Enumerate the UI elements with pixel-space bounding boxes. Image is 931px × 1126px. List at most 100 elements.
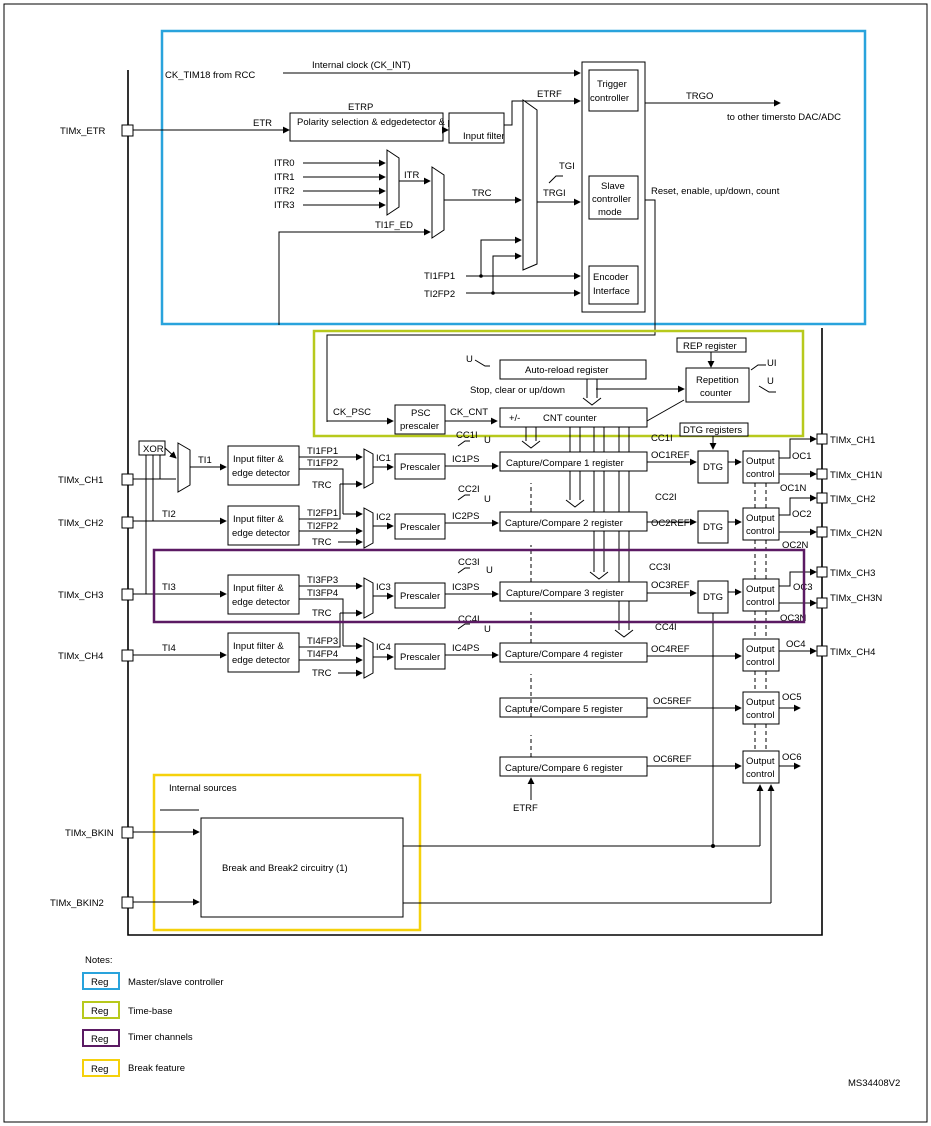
ic3ps-label: IC3PS [452,582,479,593]
out-ch4-label: TIMx_CH4 [830,647,875,658]
channel-3: Input filter & edge detector TI3FP3 TI3F… [227,557,697,646]
out-ctrl-4-l1: Output [746,644,775,655]
output-pins: TIMx_CH1 TIMx_CH1N TIMx_CH2 TIMx_CH2N TI… [816,433,882,658]
out-ctrl-3 [742,578,780,612]
trigger-controller-label-1: Trigger [597,79,627,90]
ic4-label: IC4 [376,642,391,653]
legend-timebase-reg: Reg [91,1006,108,1017]
slave-controller-box [588,175,639,220]
legend-break-swatch [82,1059,120,1077]
pin-out-ch2 [816,492,828,504]
out-ctrl-4-l2: control [746,657,775,668]
ch4-prescaler-label: Prescaler [400,652,440,663]
oc4ref-label: OC4REF [651,644,690,655]
itr0-label: ITR0 [274,158,295,169]
xor-label: XOR [143,444,164,455]
cc2i-in-label: CC2I [458,484,480,495]
polarity-box [289,112,444,142]
trigger-controller-label-2: controller [590,93,629,104]
ic3-label: IC3 [376,582,391,593]
u2-arrow-icon [758,385,776,393]
u-arrow-icon [474,359,490,367]
repetition-counter-box [685,367,750,403]
ck-psc-label: CK_PSC [333,407,371,418]
cnt-to-rep-line [646,399,685,422]
encoder-box [588,265,639,305]
pin-ch2-label: TIMx_CH2 [58,518,103,529]
cc1i-out-label: CC1I [651,433,673,444]
tgi-label: TGI [559,161,575,172]
dtg3-box [697,580,729,614]
cc4i-in-label: CC4I [458,614,480,625]
ch1-prescaler-label: Prescaler [400,462,440,473]
ch4-in-1: TI4FP3 [307,636,338,647]
ch4-filter-box [227,632,300,673]
ic4ps-label: IC4PS [452,643,479,654]
etr-label: ETR [253,118,272,129]
pin-ch2 [121,516,134,529]
out-ch3n-label: TIMx_CH3N [830,593,882,604]
legend-timebase-swatch [82,1001,120,1019]
trgi-label: TRGI [543,188,566,199]
ti1f-ed-label: TI1F_ED [375,220,413,231]
pin-out-ch2n [816,526,828,538]
ch2-in-1: TI2FP1 [307,508,338,519]
pin-ch4-label: TIMx_CH4 [58,651,103,662]
auto-reload-label: Auto-reload register [525,365,608,376]
etrf-line [504,97,581,126]
itr-mux [386,149,400,216]
out-ch2-label: TIMx_CH2 [830,494,875,505]
pin-ch3 [121,588,134,601]
out-ctrl-2-l2: control [746,526,775,537]
oc2n-label: OC2N [782,540,809,551]
ch1-prescaler-box [394,453,446,480]
out-ctrl-3-l1: Output [746,584,775,595]
itr2-label: ITR2 [274,186,295,197]
cc1i-in-label: CC1I [456,430,478,441]
oc6ref-label: OC6REF [653,754,692,765]
ch3-filter-label-1: Input filter & [233,583,284,594]
trgo-dest-label: to other timersto DAC/ADC [727,112,841,123]
dtg-registers-label: DTG registers [683,425,742,436]
pin-bkin2 [121,896,134,909]
ui-label: UI [767,358,777,369]
dtg3-label: DTG [703,592,723,603]
legend-channels-reg: Reg [91,1034,108,1045]
repetition-label-1: Repetition [696,375,739,386]
slave-controller-label-3: mode [598,207,622,218]
internal-sources-label: Internal sources [169,783,237,794]
ccr4-box [499,642,648,663]
trgo-label: TRGO [686,91,713,102]
oc2-label: OC2 [792,509,812,520]
trc-mux [431,166,445,239]
pin-ch4 [121,649,134,662]
out-ctrl-1-l1: Output [746,456,775,467]
reset-text-label: Reset, enable, up/down, count [651,186,780,197]
ch1-in-2: TI1FP2 [307,458,338,469]
cc3i-out-label: CC3I [649,562,671,573]
out-ctrl-2 [742,507,780,541]
ti2fp2-label: TI2FP2 [424,289,455,300]
pin-etr-label: TIMx_ETR [60,126,106,137]
ch2-in-2: TI2FP2 [307,521,338,532]
encoder-label-1: Encoder [593,272,628,283]
ic1-label: IC1 [376,453,391,464]
break-circuitry-label: Break and Break2 circuitry (1) [222,863,348,874]
ccr5-label: Capture/Compare 5 register [505,704,623,715]
ch3-u-label: U [486,565,493,576]
ti2fp2-to-mux [492,252,522,293]
oc1n-label: OC1N [780,483,807,494]
etrf-label: ETRF [537,89,562,100]
pin-ch1 [121,473,134,486]
ch2-filter-label-1: Input filter & [233,514,284,525]
pin-out-ch4 [816,645,828,657]
ch4-filter-label-1: Input filter & [233,641,284,652]
arr-u-label: U [466,354,473,365]
cnt-counter-box [499,407,648,428]
arr-to-cnt-arrow [582,379,602,406]
trc-label: TRC [472,188,492,199]
ch2-u-label: U [484,494,491,505]
ti4-label: TI4 [162,643,176,654]
ch1-filter-label-1: Input filter & [233,454,284,465]
legend-break-label: Break feature [128,1063,185,1074]
